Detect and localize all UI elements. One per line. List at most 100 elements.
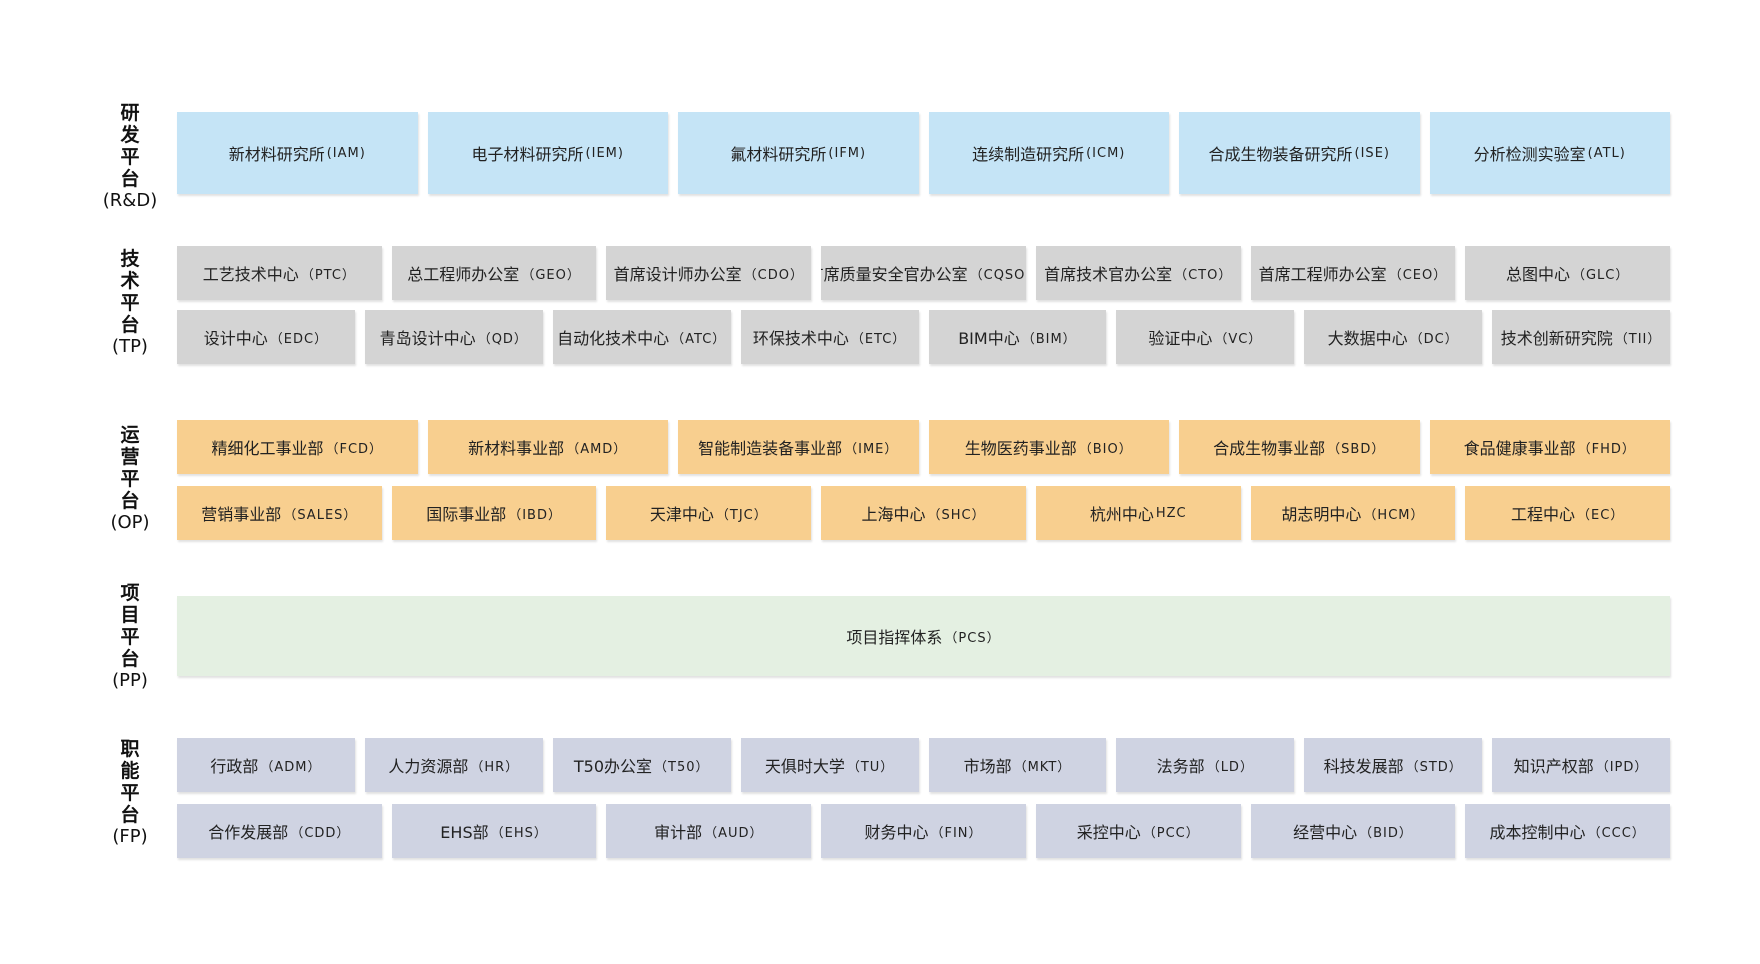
org-unit-box: 环保技术中心（ETC） bbox=[740, 310, 919, 364]
org-unit-name: 智能制造装备事业部 bbox=[698, 439, 843, 458]
org-unit-name: 上海中心 bbox=[861, 505, 926, 524]
org-unit-code: （IBD） bbox=[508, 507, 562, 523]
org-unit-code: （MKT） bbox=[1013, 759, 1072, 775]
org-unit-box: 食品健康事业部（FHD） bbox=[1429, 420, 1670, 474]
org-unit-code: （SALES） bbox=[283, 507, 358, 523]
org-unit-code: （CCC） bbox=[1587, 825, 1646, 841]
org-unit-name: 工艺技术中心 bbox=[202, 265, 299, 284]
org-unit-box: 精细化工事业部（FCD） bbox=[177, 420, 418, 474]
org-unit-name: 首席工程师办公室 bbox=[1258, 265, 1387, 284]
org-unit-name: 行政部 bbox=[210, 757, 259, 776]
org-unit-name: 采控中心 bbox=[1076, 823, 1141, 842]
org-unit-name: 环保技术中心 bbox=[752, 329, 849, 348]
org-unit-name: 成本控制中心 bbox=[1489, 823, 1586, 842]
platform-rows-fp: 行政部（ADM）人力资源部（HR）T50办公室（T50）天俱时大学（TU）市场部… bbox=[177, 738, 1671, 858]
org-unit-box: 天津中心（TJC） bbox=[606, 486, 812, 540]
platform-label-pp: 项 目 平 台 (PP) bbox=[112, 582, 148, 691]
org-unit-code: （STD） bbox=[1405, 759, 1463, 775]
org-unit-code: （FHD） bbox=[1577, 441, 1636, 457]
platform-rows-tp: 工艺技术中心（PTC）总工程师办公室（GEO）首席设计师办公室（CDO）首席质量… bbox=[177, 246, 1671, 364]
org-unit-box: 市场部（MKT） bbox=[928, 738, 1107, 792]
platform-row: 项目指挥体系（PCS） bbox=[177, 596, 1670, 676]
org-unit-box: 设计中心（EDC） bbox=[177, 310, 355, 364]
org-unit-box: 验证中心（VC） bbox=[1116, 310, 1295, 364]
org-unit-code: （SBD） bbox=[1327, 441, 1386, 457]
org-unit-code: （PCC） bbox=[1142, 825, 1200, 841]
platform-rows-rd: 新材料研究所(IAM)电子材料研究所(IEM)氟材料研究所(IFM)连续制造研究… bbox=[177, 112, 1670, 194]
org-unit-box: 项目指挥体系（PCS） bbox=[177, 596, 1670, 676]
org-unit-name: 青岛设计中心 bbox=[379, 329, 476, 348]
platform-label-tp: 技 术 平 台 (TP) bbox=[112, 248, 148, 357]
org-unit-name: 经营中心 bbox=[1293, 823, 1358, 842]
org-unit-box: 合成生物事业部（SBD） bbox=[1179, 420, 1420, 474]
org-unit-code: （EDC） bbox=[269, 331, 329, 347]
platform-row: 行政部（ADM）人力资源部（HR）T50办公室（T50）天俱时大学（TU）市场部… bbox=[177, 738, 1670, 792]
org-unit-name: 法务部 bbox=[1156, 757, 1205, 776]
org-unit-box: 技术创新研究院（TII） bbox=[1492, 310, 1670, 364]
org-unit-name: 总图中心 bbox=[1505, 265, 1570, 284]
org-unit-box: 胡志明中心（HCM） bbox=[1250, 486, 1456, 540]
org-unit-box: 法务部（LD） bbox=[1116, 738, 1295, 792]
org-unit-name: 天俱时大学 bbox=[764, 757, 845, 776]
org-unit-code: （GLC） bbox=[1571, 267, 1630, 283]
org-unit-code: （PTC） bbox=[300, 267, 356, 283]
org-unit-box: 首席工程师办公室（CEO） bbox=[1250, 246, 1456, 300]
org-unit-box: 行政部（ADM） bbox=[177, 738, 355, 792]
org-unit-name: 首席质量安全官办公室 bbox=[821, 265, 968, 284]
org-unit-name: 分析检测实验室 bbox=[1473, 145, 1586, 164]
org-unit-code: （CDD） bbox=[290, 825, 351, 841]
org-unit-code: (ICM) bbox=[1086, 145, 1126, 161]
org-unit-name: 天津中心 bbox=[649, 505, 714, 524]
org-unit-code: （AUD） bbox=[704, 825, 764, 841]
org-unit-box: 工艺技术中心（PTC） bbox=[177, 246, 382, 300]
org-unit-box: 上海中心（SHC） bbox=[821, 486, 1026, 540]
org-unit-code: HZC bbox=[1155, 505, 1187, 521]
org-unit-name: 总工程师办公室 bbox=[407, 265, 520, 284]
org-unit-code: （DC） bbox=[1409, 331, 1459, 347]
org-unit-code: （HR） bbox=[470, 759, 520, 775]
org-unit-name: 项目指挥体系 bbox=[846, 628, 943, 647]
org-unit-box: 总工程师办公室（GEO） bbox=[391, 246, 597, 300]
org-unit-name: 大数据中心 bbox=[1327, 329, 1408, 348]
org-unit-box: 电子材料研究所(IEM) bbox=[427, 112, 668, 194]
org-unit-box: 财务中心（FIN） bbox=[821, 804, 1026, 858]
org-unit-box: 自动化技术中心（ATC） bbox=[552, 310, 731, 364]
org-unit-code: （AMD） bbox=[566, 441, 628, 457]
org-unit-box: 审计部（AUD） bbox=[606, 804, 812, 858]
org-unit-code: （CDO） bbox=[743, 267, 804, 283]
org-unit-box: 首席设计师办公室（CDO） bbox=[606, 246, 812, 300]
org-unit-box: 总图中心（GLC） bbox=[1465, 246, 1671, 300]
org-unit-name: 审计部 bbox=[654, 823, 703, 842]
org-unit-box: 营销事业部（SALES） bbox=[177, 486, 382, 540]
org-unit-box: 国际事业部（IBD） bbox=[391, 486, 597, 540]
org-unit-name: T50办公室 bbox=[573, 757, 653, 776]
org-unit-name: 新材料研究所 bbox=[228, 145, 325, 164]
org-unit-code: （CEO） bbox=[1388, 267, 1448, 283]
org-unit-name: 验证中心 bbox=[1148, 329, 1213, 348]
org-unit-box: 合作发展部（CDD） bbox=[177, 804, 382, 858]
org-unit-box: 生物医药事业部（BIO） bbox=[928, 420, 1169, 474]
org-unit-box: 知识产权部（IPD） bbox=[1492, 738, 1670, 792]
platform-rows-pp: 项目指挥体系（PCS） bbox=[177, 596, 1670, 676]
org-unit-box: 科技发展部（STD） bbox=[1304, 738, 1483, 792]
org-unit-box: 大数据中心（DC） bbox=[1304, 310, 1483, 364]
org-unit-code: (ATL) bbox=[1587, 145, 1626, 161]
org-unit-box: 天俱时大学（TU） bbox=[740, 738, 919, 792]
org-unit-code: （LD） bbox=[1206, 759, 1254, 775]
org-unit-name: 连续制造研究所 bbox=[972, 145, 1085, 164]
org-unit-code: （TU） bbox=[846, 759, 895, 775]
org-unit-name: 技术创新研究院 bbox=[1500, 329, 1613, 348]
org-unit-code: (ISE) bbox=[1354, 145, 1390, 161]
org-unit-box: 智能制造装备事业部（IME） bbox=[678, 420, 919, 474]
org-unit-name: 科技发展部 bbox=[1323, 757, 1404, 776]
org-unit-name: 合作发展部 bbox=[208, 823, 289, 842]
org-unit-code: （ETC） bbox=[850, 331, 907, 347]
platform-row: 新材料研究所(IAM)电子材料研究所(IEM)氟材料研究所(IFM)连续制造研究… bbox=[177, 112, 1670, 194]
org-unit-code: （IPD） bbox=[1595, 759, 1649, 775]
org-unit-code: （BID） bbox=[1359, 825, 1413, 841]
platform-row: 设计中心（EDC）青岛设计中心（QD）自动化技术中心（ATC）环保技术中心（ET… bbox=[177, 310, 1670, 364]
org-unit-code: （PCS） bbox=[944, 630, 1001, 646]
org-unit-name: 市场部 bbox=[963, 757, 1012, 776]
platform-row: 合作发展部（CDD）EHS部（EHS）审计部（AUD）财务中心（FIN）采控中心… bbox=[177, 804, 1671, 858]
